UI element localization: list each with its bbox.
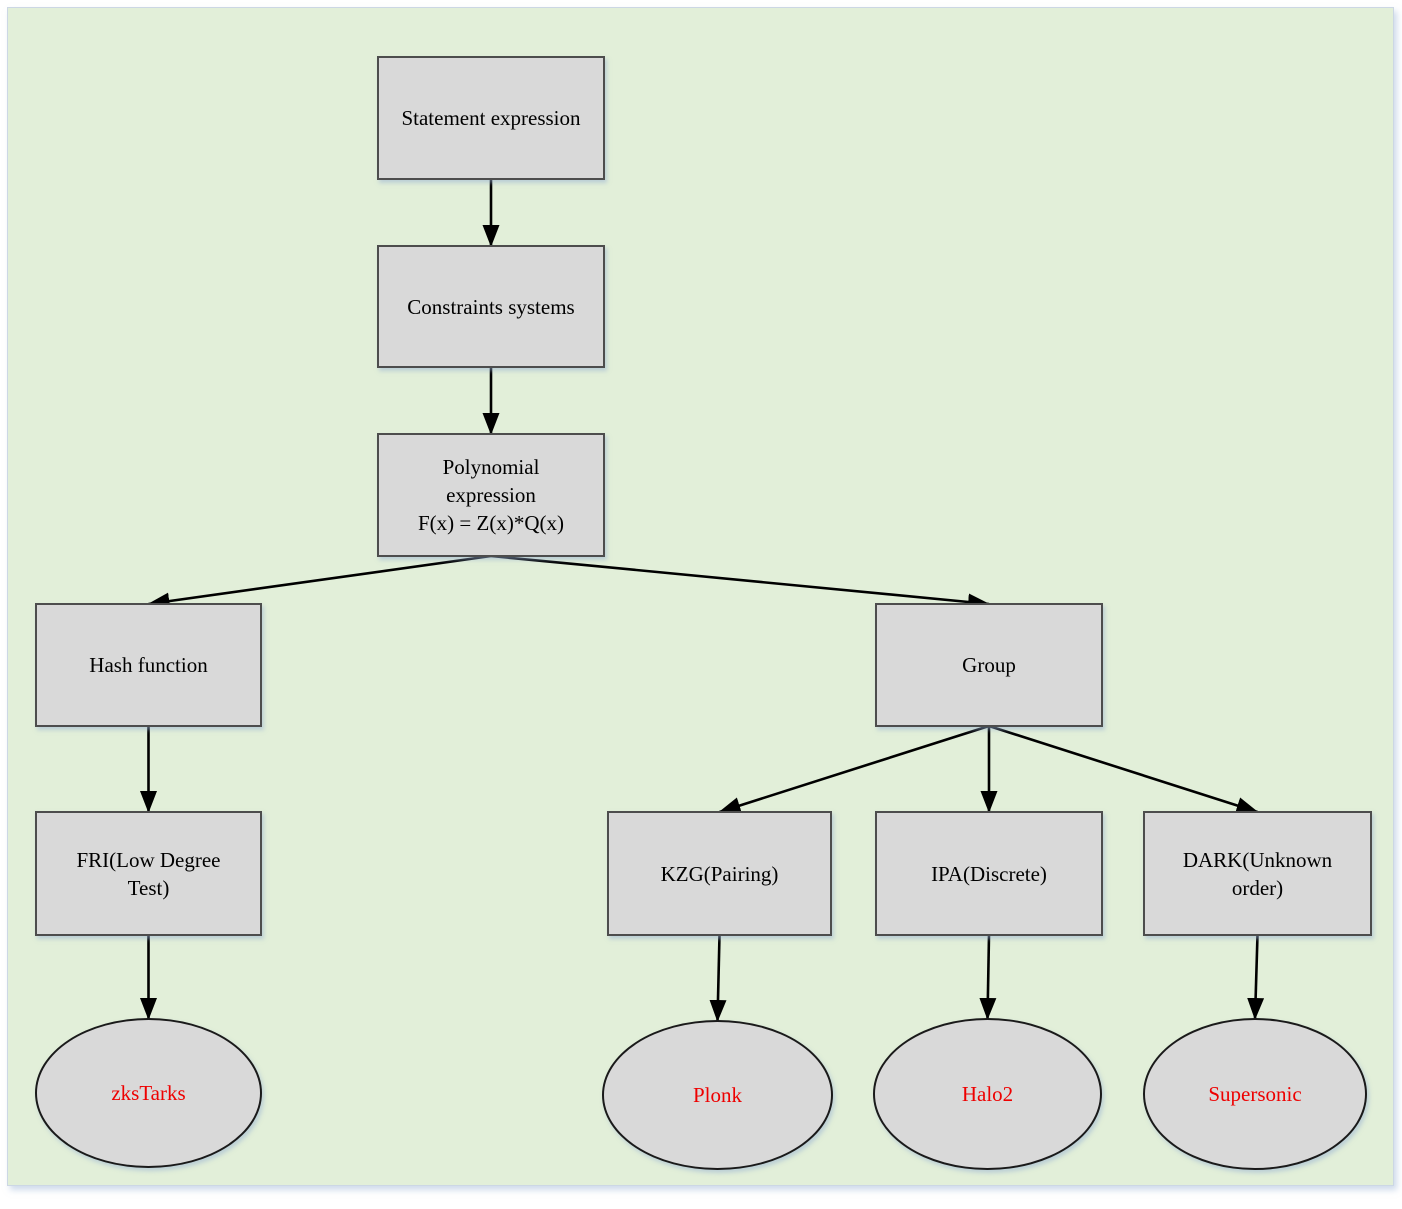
node-supersonic: Supersonic	[1143, 1018, 1367, 1170]
node-label-dark: DARK(Unknown order)	[1182, 847, 1333, 900]
node-label-hash: Hash function	[89, 653, 208, 677]
node-label-plonk: Plonk	[692, 1083, 742, 1107]
node-label-kzg: KZG(Pairing)	[660, 861, 779, 886]
node-polynomial: Polynomial expression F(x) = Z(x)*Q(x)	[377, 433, 605, 557]
node-label-supersonic: Supersonic	[1208, 1082, 1302, 1106]
node-hash: Hash function	[35, 603, 262, 727]
node-label-zkstarks: zksTarks	[111, 1081, 186, 1105]
node-fri: FRI(Low Degree Test)	[35, 811, 262, 936]
node-group: Group	[875, 603, 1103, 727]
node-plonk: Plonk	[602, 1020, 833, 1170]
node-halo2: Halo2	[873, 1018, 1102, 1170]
node-dark: DARK(Unknown order)	[1143, 811, 1372, 936]
slide-background	[7, 7, 1394, 1186]
node-constraints: Constraints systems	[377, 245, 605, 368]
node-label-ipa: IPA(Discrete)	[931, 861, 1047, 886]
node-zkstarks: zksTarks	[35, 1018, 262, 1168]
node-kzg: KZG(Pairing)	[607, 811, 832, 936]
node-statement: Statement expression	[377, 56, 605, 180]
node-label-polynomial: Polynomial expression F(x) = Z(x)*Q(x)	[418, 455, 564, 535]
node-label-halo2: Halo2	[961, 1082, 1014, 1106]
node-label-group: Group	[962, 653, 1016, 677]
node-label-fri: FRI(Low Degree Test)	[76, 847, 221, 900]
node-label-constraints: Constraints systems	[407, 294, 575, 319]
node-ipa: IPA(Discrete)	[875, 811, 1103, 936]
node-label-statement: Statement expression	[401, 106, 581, 130]
